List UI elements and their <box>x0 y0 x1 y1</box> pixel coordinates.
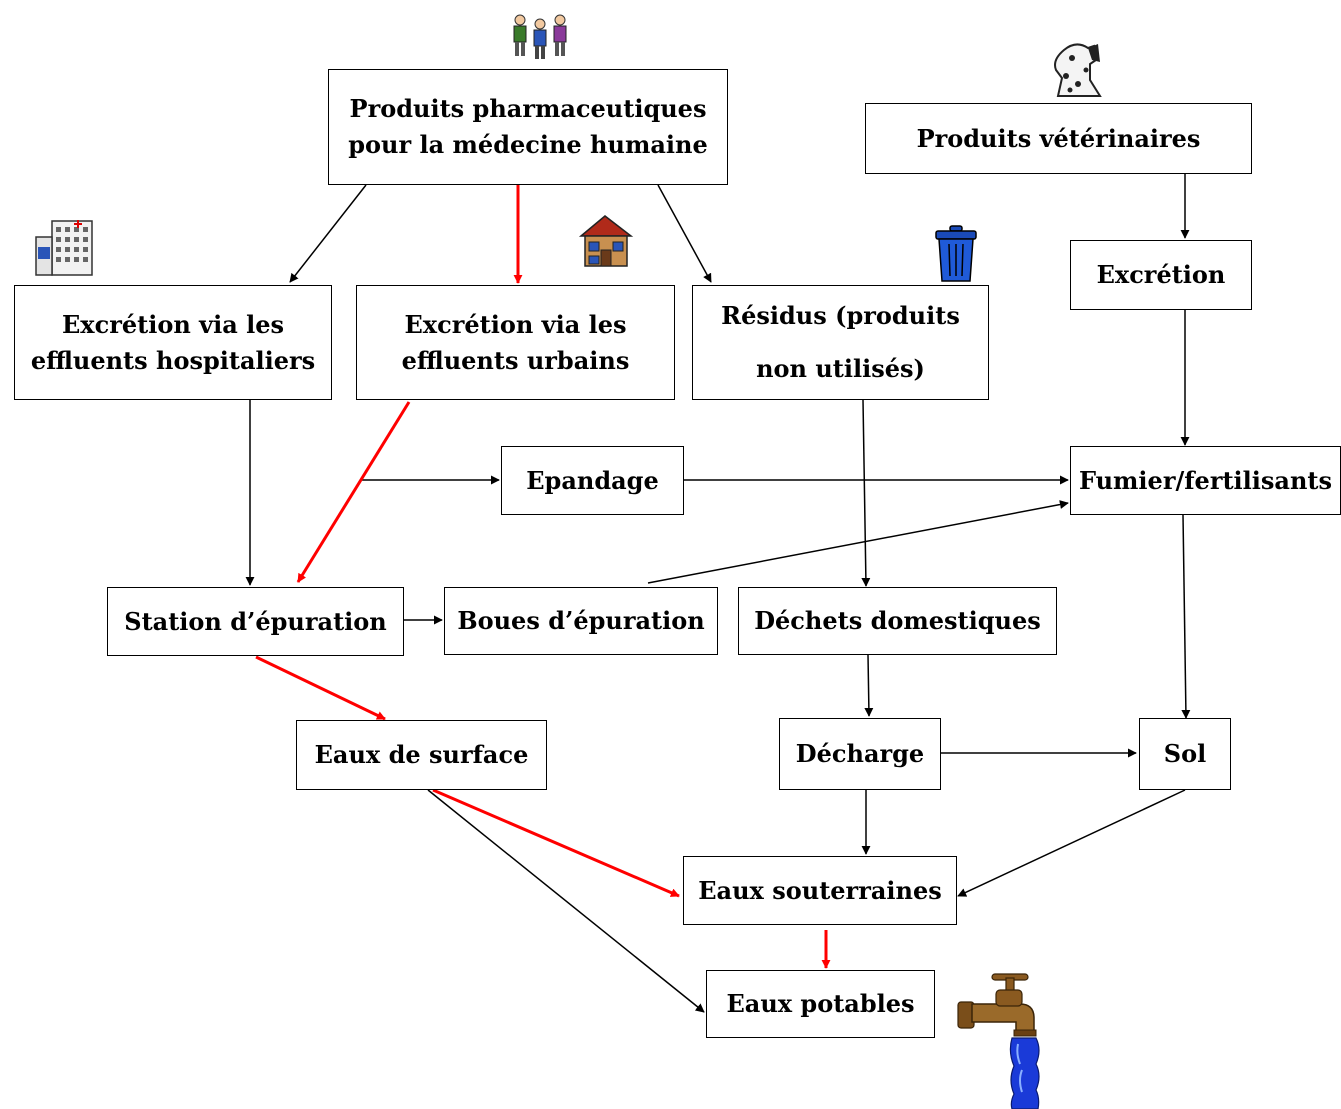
people-icon <box>513 14 567 59</box>
arrow-station-to-surface <box>255 655 386 721</box>
arrow-residus-to-dechets <box>861 399 871 587</box>
node-veterinaires: Produits vétérinaires <box>865 103 1252 174</box>
arrow-pharma-to-residus <box>657 184 712 283</box>
node-eaux-potables: Eaux potables <box>706 970 935 1038</box>
node-excretion: Excrétion <box>1070 240 1252 310</box>
trash-can-icon <box>935 225 977 282</box>
node-epandage: Epandage <box>501 446 684 515</box>
hospital-icon <box>35 220 93 276</box>
dog-icon <box>1054 43 1102 97</box>
arrow-surface-to-potables <box>427 789 705 1013</box>
arrow-pharma-to-hospital <box>289 184 367 283</box>
arrow-fumier-to-sol <box>1181 514 1191 719</box>
node-eaux-surface: Eaux de surface <box>296 720 547 790</box>
node-pharma-humaine: Produits pharmaceutiques pour la médecin… <box>328 69 728 185</box>
arrow-surface-to-souterraines <box>432 788 680 898</box>
arrow-urbain-to-station <box>296 401 411 583</box>
node-station: Station d’épuration <box>107 587 404 656</box>
node-eaux-souterraines: Eaux souterraines <box>683 856 957 925</box>
arrow-boues-to-fumier <box>647 500 1069 584</box>
arrow-sol-to-souterraines <box>957 789 1186 897</box>
node-excretion-urbains: Excrétion via les effluents urbains <box>356 285 675 400</box>
arrow-dechets-to-decharge <box>864 654 874 717</box>
house-icon <box>578 215 634 267</box>
node-boues: Boues d’épuration <box>444 587 718 655</box>
node-fumier: Fumier/fertilisants <box>1070 446 1341 515</box>
node-residus: Résidus (produits non utilisés) <box>692 285 989 400</box>
node-decharge: Décharge <box>779 718 941 790</box>
water-tap-icon <box>957 973 1040 1109</box>
node-sol: Sol <box>1139 718 1231 790</box>
node-excretion-hospitaliers: Excrétion via les effluents hospitaliers <box>14 285 332 400</box>
node-dechets: Déchets domestiques <box>738 587 1057 655</box>
